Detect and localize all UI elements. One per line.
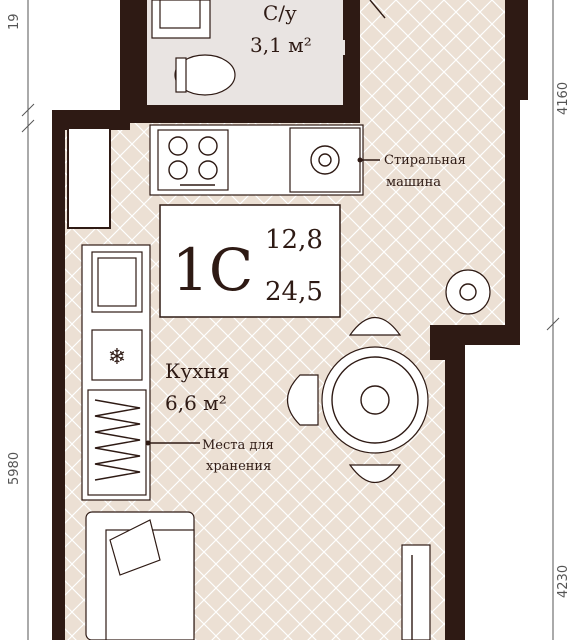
kitchen-area: 6,6 м² [165,391,227,415]
washer-label-2: машина [386,175,441,190]
chair-top [348,317,402,336]
bathroom-name: С/у [263,1,297,25]
dim-right-tick [546,317,560,331]
bathroom-area: 3,1 м² [250,33,312,57]
table-inner [331,356,419,444]
bath-door [369,0,386,19]
storage-label-1: Места для [202,438,274,453]
bath-wall-right [343,0,360,40]
bath-wall-bottom [130,105,360,123]
burner-2 [198,136,218,156]
sink-kitchen-inner [97,257,137,307]
stove [157,129,229,191]
dim-right-bottom: 4230 [556,565,571,598]
type-card [159,204,341,318]
chair-bottom [348,464,402,483]
dining-table [321,346,429,454]
plant-center [459,283,477,301]
bath-wall-left [130,0,147,123]
type-label: 1С [172,236,253,304]
sofa-pillow [109,519,161,576]
dim-left-top: 19 [7,13,22,30]
total-area: 24,5 [265,277,323,307]
toilet [174,54,236,96]
washer-pointer-dot [357,157,363,163]
sink-bath-inner [159,0,201,29]
storage-label-2: хранения [206,459,271,474]
toilet-tank [175,57,187,93]
plant-icon [445,269,491,315]
storage-hatch [94,399,141,481]
dim-left-tick-2 [21,119,35,133]
burner-3 [168,160,188,180]
washer-label-1: Стиральная [384,153,466,168]
burner-4 [198,160,218,180]
chair-left [286,374,319,426]
fridge [91,329,143,381]
living-area: 12,8 [265,225,323,255]
dim-left-bottom: 5980 [7,452,22,485]
washer-drum-inner [318,153,332,167]
washer-drum [310,145,340,175]
burner-1 [168,136,188,156]
kitchen-name: Кухня [165,359,229,383]
centerpiece-icon [360,385,390,415]
wardrobe [401,544,431,640]
dim-left-tick-1 [21,103,35,117]
washing-machine [289,127,361,193]
dim-right-top: 4160 [556,82,571,115]
left-column [67,127,111,229]
snowflake-icon: ❄ [108,345,126,370]
